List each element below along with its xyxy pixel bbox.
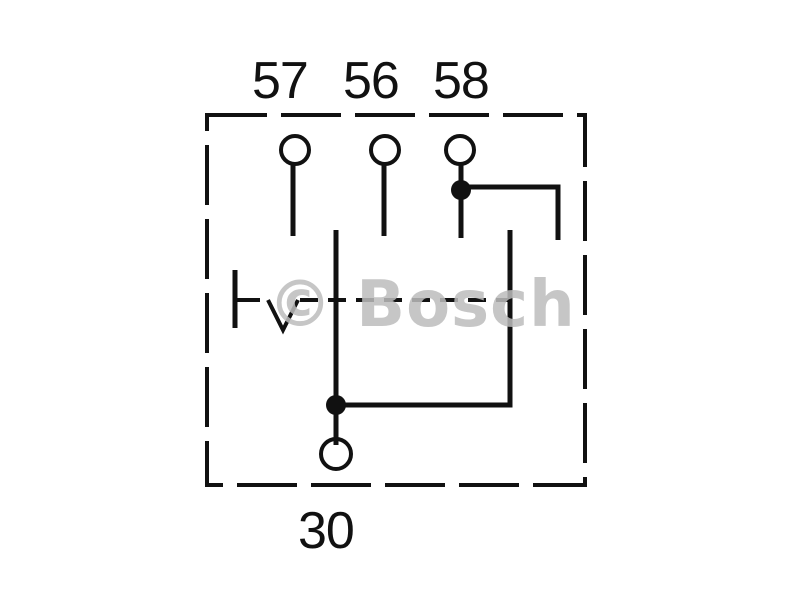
terminal-label-56: 56 [343,52,400,110]
terminal-label-30: 30 [298,502,355,560]
terminal-56-pin [369,134,401,166]
terminal-30-pin [319,437,353,471]
actuator-v-mark [266,299,300,335]
junction-dot-30 [326,395,346,415]
terminal-label-58: 58 [433,52,490,110]
internal-conductor [336,230,513,408]
terminal-label-57: 57 [252,52,309,110]
junction-dot-58 [451,180,471,200]
terminal-58-branch [461,184,561,240]
housing-outline [205,113,587,487]
bosch-watermark: © Bosch [268,268,576,342]
terminal-57-pin [279,134,311,166]
terminal-58-pin [444,134,476,166]
